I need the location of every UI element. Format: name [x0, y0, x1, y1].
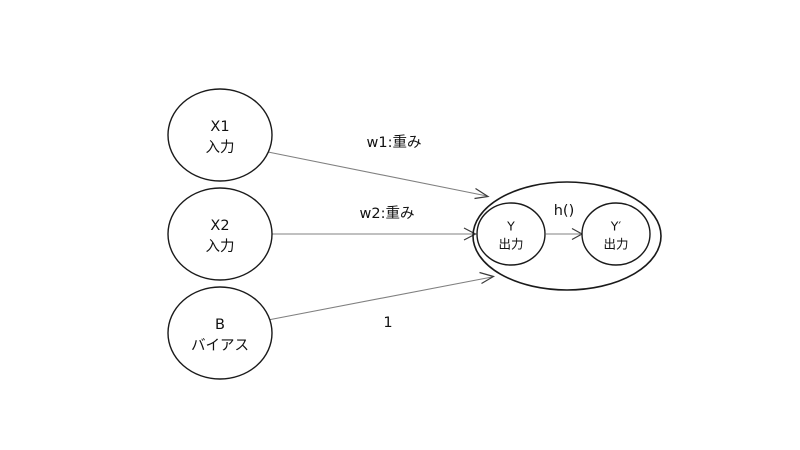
edge-label-activation: h() [554, 203, 575, 219]
node-x1-circle[interactable] [167, 88, 273, 182]
node-bias-circle[interactable] [167, 286, 273, 380]
node-x2-circle[interactable] [167, 187, 273, 281]
edge-b-to-y: 1 [267, 271, 496, 331]
node-bias-label-secondary: バイアス [191, 338, 249, 354]
edge-x2-arrowhead [463, 227, 477, 241]
node-y-label-primary: Y [506, 219, 515, 234]
node-x2[interactable]: X2 入力 [167, 187, 273, 281]
node-y-prime-label-primary: Y′ [610, 219, 622, 234]
node-y-prime[interactable]: Y′ 出力 [581, 202, 651, 266]
edge-x2-to-y: w2:重み [272, 205, 477, 241]
node-bias-label-primary: B [215, 317, 225, 333]
node-x2-label-secondary: 入力 [206, 238, 235, 255]
node-x1-label-secondary: 入力 [206, 139, 235, 156]
neuron-group-ellipse [472, 181, 662, 291]
node-x1-label-primary: X1 [210, 119, 229, 135]
edge-b-arrowhead [479, 271, 496, 285]
edge-label-x1: w1:重み [367, 134, 422, 151]
node-bias[interactable]: B バイアス [167, 286, 273, 380]
edge-x1-arrowhead [474, 187, 490, 200]
node-y[interactable]: Y 出力 [476, 202, 546, 266]
node-y-circle[interactable] [476, 202, 546, 266]
node-y-label-secondary: 出力 [498, 237, 523, 252]
edge-x1-line [267, 151, 488, 197]
edge-x1-to-y: w1:重み [267, 134, 490, 200]
node-y-prime-circle[interactable] [581, 202, 651, 266]
node-x1[interactable]: X1 入力 [167, 88, 273, 182]
node-x2-label-primary: X2 [210, 218, 229, 234]
edge-label-b: 1 [383, 315, 392, 331]
node-y-prime-label-secondary: 出力 [603, 237, 628, 252]
edge-label-x2: w2:重み [360, 205, 415, 222]
edge-b-line [267, 276, 493, 321]
edge-y-to-yp: h() [546, 203, 584, 241]
